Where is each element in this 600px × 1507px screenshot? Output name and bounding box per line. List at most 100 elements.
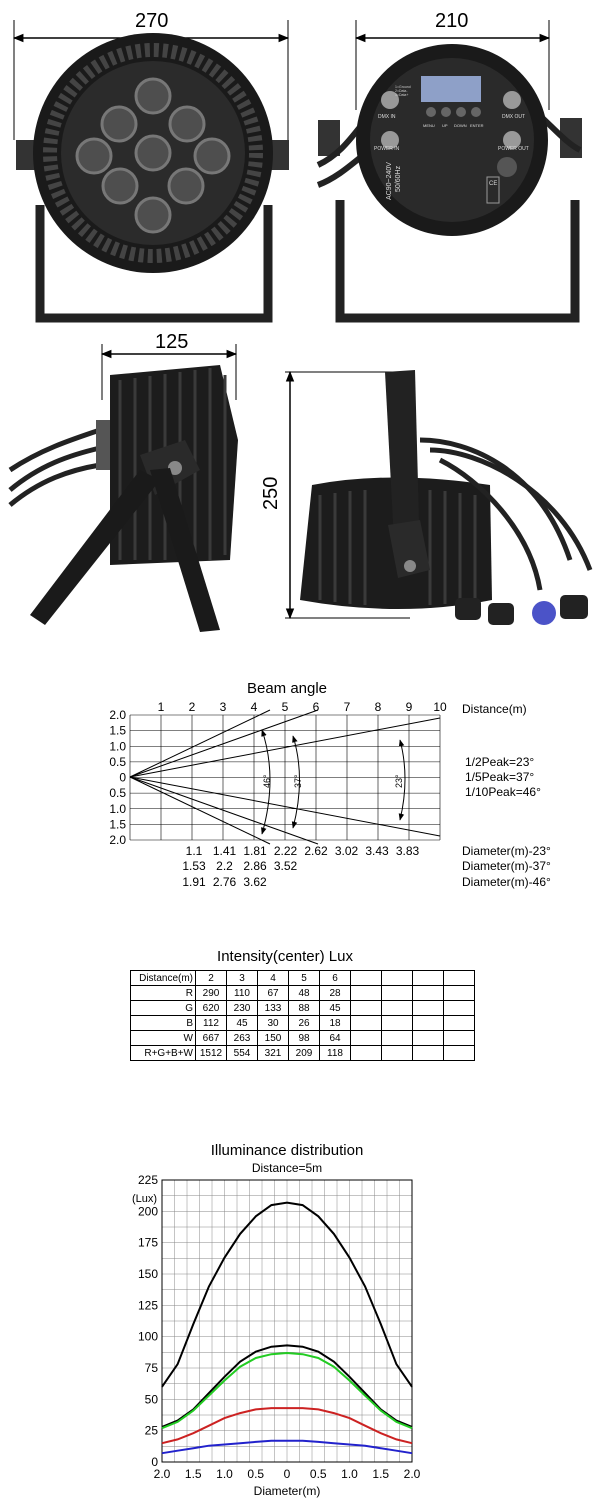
btn-up-label: UP	[442, 123, 448, 128]
power-in-label: POWER IN	[374, 146, 400, 152]
btn-down-label: DOWN	[454, 123, 467, 128]
pin-legend-1: 1=Ground	[395, 85, 411, 89]
pin-legend-2: 2=Data-	[395, 89, 408, 93]
y-tick-label: 50	[145, 1392, 159, 1406]
y-tick-label: 75	[145, 1361, 159, 1375]
series-line-1	[161, 1201, 413, 1388]
table-cell: 321	[257, 1045, 289, 1061]
angle-mark-37: 37°	[293, 774, 303, 788]
dmx-in-label: DMX IN	[378, 114, 396, 120]
y-tick-label: 100	[138, 1330, 158, 1344]
back-view: 1=Ground 2=Data- 3=Data+ DMX IN POWER IN…	[316, 20, 582, 323]
ce-mark: CE	[489, 181, 497, 187]
table-cell	[350, 985, 382, 1001]
beam-x-tick: 8	[375, 700, 382, 714]
diam-23-value: 1.81	[243, 844, 267, 858]
beam-x-tick: 1	[158, 700, 165, 714]
diam-label-23: Diameter(m)-23°	[462, 844, 551, 858]
table-cell	[412, 1000, 444, 1016]
beam-lines	[129, 709, 441, 845]
table-cell: R	[130, 985, 196, 1001]
beam-y-tick: 1.5	[109, 817, 126, 831]
beam-distance-label: Distance(m)	[462, 702, 527, 716]
diam-23-value: 3.02	[335, 844, 359, 858]
side-view	[8, 344, 238, 632]
table-cell	[443, 1045, 475, 1061]
diam-37-value: 2.86	[243, 859, 267, 873]
power-out-label: POWER OUT	[498, 146, 529, 152]
chart-series	[161, 1201, 413, 1455]
table-cell: 118	[319, 1045, 351, 1061]
table-cell	[350, 1030, 382, 1046]
diam-23-value: 2.22	[274, 844, 298, 858]
y-tick-label: 200	[138, 1204, 158, 1218]
diam-37-value: 2.2	[216, 859, 233, 873]
diam-23-value: 1.41	[213, 844, 237, 858]
x-tick-label: 0.5	[247, 1467, 264, 1481]
table-cell: R+G+B+W	[130, 1045, 196, 1061]
product-views: 1=Ground 2=Data- 3=Data+ DMX IN POWER IN…	[8, 20, 593, 632]
table-cell: 45	[319, 1000, 351, 1016]
table-cell	[381, 1015, 413, 1031]
y-tick-label: 175	[138, 1236, 158, 1250]
table-cell: 88	[288, 1000, 320, 1016]
table-cell: 5	[288, 970, 320, 986]
table-cell: 26	[288, 1015, 320, 1031]
intensity-title: Intensity(center) Lux	[217, 948, 353, 965]
x-tick-label: 1.0	[216, 1467, 233, 1481]
table-cell	[350, 1000, 382, 1016]
beam-x-tick: 2	[189, 700, 196, 714]
pin-legend-3: 3=Data+	[395, 93, 408, 97]
beam-x-tick: 9	[406, 700, 413, 714]
table-cell	[412, 1045, 444, 1061]
diam-46-value: 1.91	[182, 875, 206, 889]
table-cell	[350, 1015, 382, 1031]
chart-title: Illuminance distribution	[211, 1142, 364, 1159]
table-cell: 67	[257, 985, 289, 1001]
table-cell: 230	[226, 1000, 258, 1016]
table-cell: 1512	[195, 1045, 227, 1061]
table-cell	[381, 1000, 413, 1016]
table-cell: 112	[195, 1015, 227, 1031]
peak-46: 1/10Peak=46°	[465, 785, 541, 799]
illuminance-chart: Illuminance distribution Distance=5m (Lu…	[132, 1142, 421, 1498]
beam-x-tick: 5	[282, 700, 289, 714]
table-cell: 30	[257, 1015, 289, 1031]
beam-x-tick: 7	[344, 700, 351, 714]
x-tick-label: 0	[284, 1467, 291, 1481]
table-cell: 620	[195, 1000, 227, 1016]
table-cell: 98	[288, 1030, 320, 1046]
chart-ylabel: (Lux)	[132, 1193, 157, 1205]
chart-grid	[161, 1179, 413, 1463]
table-cell: 6	[319, 970, 351, 986]
table-cell: 4	[257, 970, 289, 986]
table-cell: Distance(m)	[130, 970, 196, 986]
beam-y-tick: 0.5	[109, 786, 126, 800]
beam-y-tick: 0.5	[109, 755, 126, 769]
diam-37-value: 3.52	[274, 859, 298, 873]
diam-46-value: 2.76	[213, 875, 237, 889]
table-cell: 64	[319, 1030, 351, 1046]
table-cell	[381, 1030, 413, 1046]
table-cell: 48	[288, 985, 320, 1001]
x-tick-label: 2.0	[154, 1467, 171, 1481]
height-view	[285, 370, 593, 625]
diam-23-value: 1.1	[186, 844, 203, 858]
beam-x-tick: 6	[313, 700, 320, 714]
table-cell: 110	[226, 985, 258, 1001]
table-cell: B	[130, 1015, 196, 1031]
beam-x-tick: 4	[251, 700, 258, 714]
table-cell	[443, 1000, 475, 1016]
table-cell: W	[130, 1030, 196, 1046]
table-cell	[443, 985, 475, 1001]
dim-side-depth: 125	[155, 331, 189, 353]
peak-23: 1/2Peak=23°	[465, 755, 534, 769]
y-tick-label: 25	[145, 1424, 159, 1438]
beam-x-tick: 3	[220, 700, 227, 714]
